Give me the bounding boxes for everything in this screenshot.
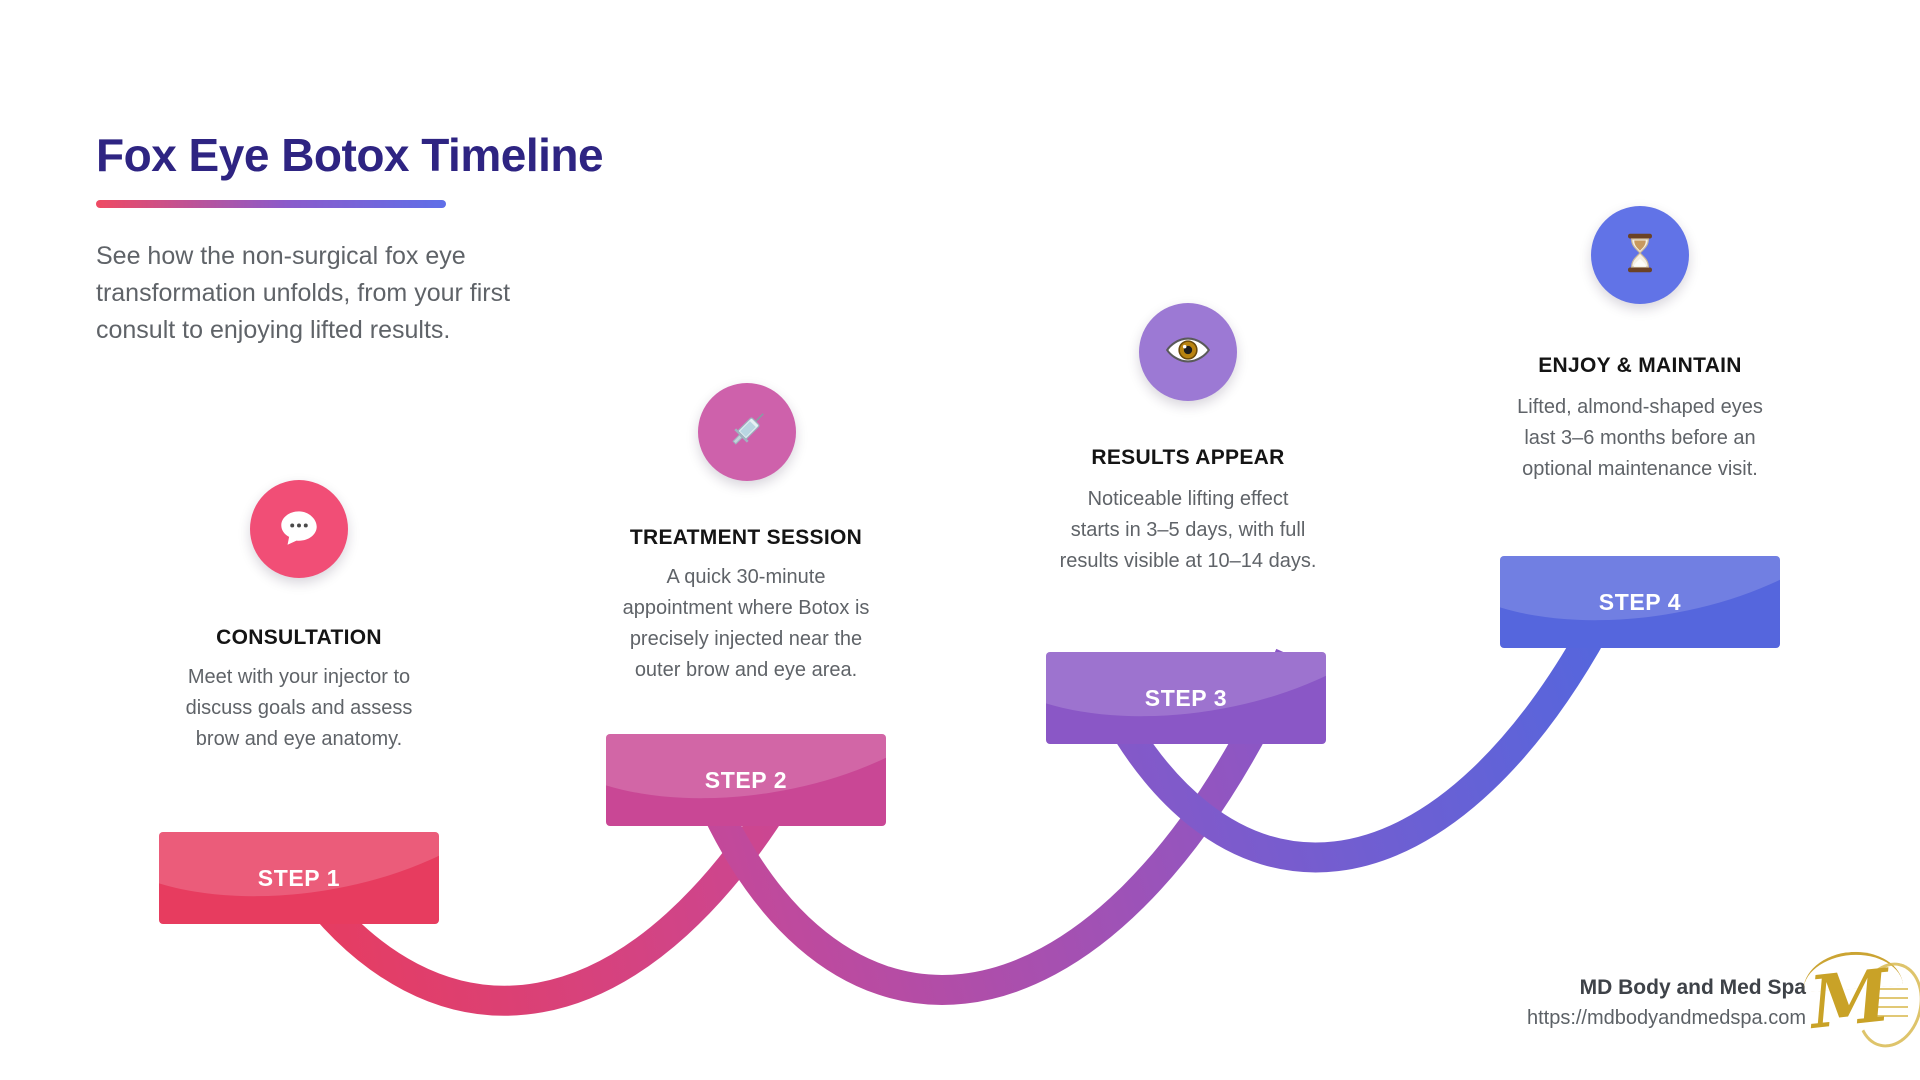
step-2-box: STEP 2 — [606, 734, 886, 826]
syringe-icon — [722, 405, 772, 460]
curve-segment-3 — [1076, 573, 1634, 873]
step-2-label: STEP 2 — [704, 766, 788, 793]
hourglass-icon — [1615, 228, 1665, 283]
step-2-description: A quick 30-minute appointment where Boto… — [576, 562, 916, 686]
footer-brand-name: MD Body and Med Spa — [1579, 976, 1806, 999]
step-1-description: Meet with your injector to discuss goals… — [129, 662, 469, 755]
desc-line: precisely injected near the — [629, 628, 863, 650]
footer: MD Body and Med Spa https://mdbodyandmed… — [1527, 976, 1806, 1030]
page-title: Fox Eye Botox Timeline — [96, 129, 604, 181]
step-3-title: RESULTS APPEAR — [1091, 446, 1285, 469]
step-4-label: STEP 4 — [1598, 588, 1682, 615]
desc-line: results visible at 10–14 days. — [1059, 550, 1317, 572]
step-2-circle — [698, 383, 796, 481]
logo-letter: M — [1805, 952, 1894, 1045]
step-3-box: STEP 3 — [1046, 652, 1326, 744]
desc-line: starts in 3–5 days, with full — [1070, 519, 1306, 541]
step-4-title: ENJOY & MAINTAIN — [1538, 354, 1742, 377]
step-4-circle — [1591, 206, 1689, 304]
desc-line: Meet with your injector to — [187, 666, 411, 688]
step-1-title: CONSULTATION — [216, 626, 382, 649]
desc-line: A quick 30-minute — [666, 566, 826, 588]
desc-line: optional maintenance visit. — [1522, 458, 1758, 480]
page-subtitle: See how the non-surgical fox eye transfo… — [96, 238, 616, 349]
step-3-label: STEP 3 — [1144, 684, 1228, 711]
desc-line: outer brow and eye area. — [634, 659, 858, 681]
step-3-description: Noticeable lifting effect starts in 3–5 … — [1018, 484, 1358, 577]
step-1-box: STEP 1 — [159, 832, 439, 924]
step-2-title: TREATMENT SESSION — [629, 526, 863, 549]
step-4-box: STEP 4 — [1500, 556, 1780, 648]
subtitle-line: transformation unfolds, from your first — [96, 279, 511, 307]
step-1-label: STEP 1 — [257, 864, 341, 891]
desc-line: last 3–6 months before an — [1524, 427, 1756, 449]
subtitle-line: See how the non-surgical fox eye — [96, 242, 466, 270]
desc-line: discuss goals and assess — [185, 697, 413, 719]
brand-logo: M — [1800, 942, 1920, 1058]
subtitle-line: consult to enjoying lifted results. — [96, 316, 451, 344]
title-underline — [96, 200, 446, 208]
step-3-circle — [1139, 303, 1237, 401]
desc-line: Lifted, almond-shaped eyes — [1517, 396, 1763, 418]
footer-url: https://mdbodyandmedspa.com — [1526, 1007, 1806, 1029]
desc-line: Noticeable lifting effect — [1087, 488, 1289, 510]
logo-lines — [1874, 988, 1908, 1024]
desc-line: brow and eye anatomy. — [195, 728, 403, 750]
speech-bubble-icon — [274, 502, 324, 557]
step-1-circle — [250, 480, 348, 578]
desc-line: appointment where Botox is — [622, 597, 870, 619]
eye-icon — [1163, 325, 1213, 380]
step-4-description: Lifted, almond-shaped eyes last 3–6 mont… — [1470, 392, 1810, 485]
